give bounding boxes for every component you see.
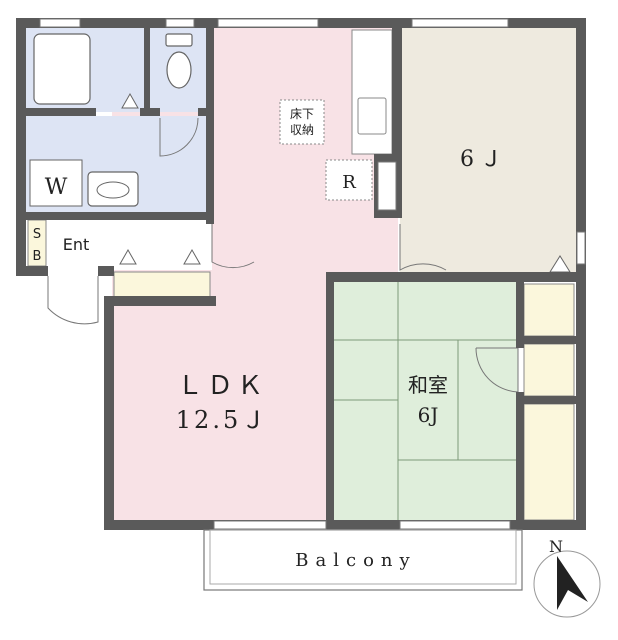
shoe-box-label-2: B bbox=[33, 249, 42, 264]
ldk-size: 12.5Ｊ bbox=[176, 406, 268, 434]
entrance-label: Ent bbox=[63, 235, 90, 254]
shoe-box-label-1: S bbox=[33, 227, 41, 242]
japanese-room-size: 6J bbox=[418, 403, 439, 427]
refrigerator-label: R bbox=[342, 172, 356, 193]
underfloor-storage-box bbox=[279, 99, 325, 145]
wash-basin bbox=[87, 171, 139, 207]
toilet-bowl bbox=[166, 51, 192, 89]
bathtub bbox=[33, 33, 91, 105]
kitchen-counter bbox=[351, 29, 393, 155]
closet-1 bbox=[523, 283, 575, 337]
balcony-label: Balcony bbox=[295, 550, 416, 571]
toilet-tank bbox=[165, 33, 193, 47]
fridge-space bbox=[325, 159, 373, 201]
door-swings bbox=[47, 117, 519, 393]
tatami-lines bbox=[332, 282, 518, 520]
triangle-markers bbox=[119, 92, 571, 273]
japanese-room-label: 和室 bbox=[408, 373, 448, 397]
wash-basin-bowl bbox=[96, 181, 130, 199]
western-room-label: 6Ｊ bbox=[460, 147, 508, 172]
entrance-closet bbox=[113, 271, 211, 299]
underfloor-storage-label-1: 床下 bbox=[290, 107, 314, 121]
ldk-label: ＬＤＫ bbox=[177, 371, 267, 401]
underfloor-storage-label-2: 収納 bbox=[290, 123, 314, 137]
windows bbox=[39, 18, 586, 530]
closet-3 bbox=[523, 403, 575, 521]
balcony-inner bbox=[209, 529, 517, 585]
washroom-label: W bbox=[45, 175, 68, 200]
kitchen-sink bbox=[357, 97, 387, 135]
western-room-floor bbox=[400, 28, 576, 274]
balcony bbox=[203, 529, 523, 591]
washer-space bbox=[29, 159, 83, 207]
compass-needle bbox=[557, 556, 588, 610]
japanese-room-floor bbox=[332, 282, 518, 520]
closet-2 bbox=[523, 343, 575, 397]
compass-label: N bbox=[549, 537, 563, 556]
entrance-floor bbox=[26, 218, 212, 270]
compass: N bbox=[533, 537, 601, 618]
